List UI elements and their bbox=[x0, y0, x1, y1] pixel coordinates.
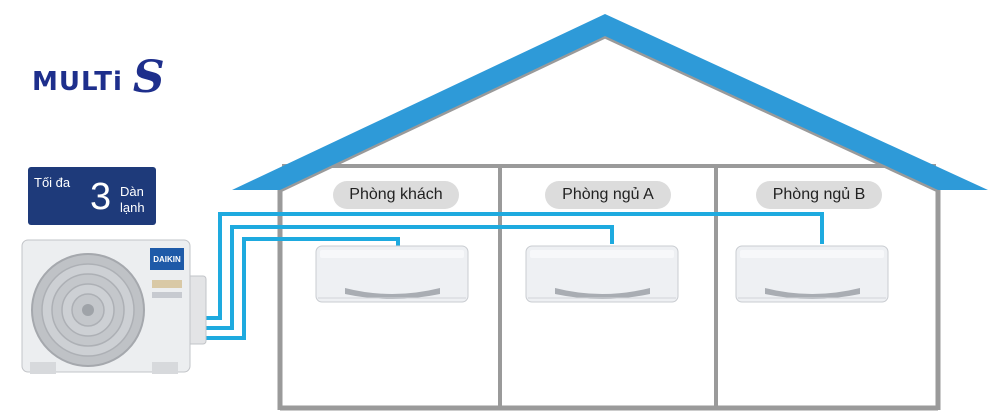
pipe-room-a bbox=[200, 225, 614, 330]
refrigerant-pipes bbox=[200, 212, 824, 340]
badge-prefix: Tối đa bbox=[34, 175, 71, 190]
room-label-living-room: Phòng khách bbox=[333, 181, 459, 209]
pipe-room-b bbox=[200, 212, 824, 320]
room-label-room-a: Phòng ngủ A bbox=[545, 181, 671, 209]
brand-name: DAIKIN bbox=[153, 255, 181, 264]
logo-word: MULTi bbox=[32, 67, 123, 97]
indoor-unit-living-room bbox=[315, 245, 469, 303]
outdoor-unit: DAIKIN bbox=[21, 239, 207, 374]
indoor-unit-room-b bbox=[735, 245, 889, 303]
badge-word-line1: Dàn bbox=[120, 184, 144, 199]
energy-label bbox=[152, 280, 182, 288]
house-wall bbox=[277, 33, 941, 410]
max-indoor-units-badge: Tối đa 3 Dàn lạnh bbox=[28, 167, 156, 225]
logo-letter: S bbox=[132, 52, 165, 103]
multi-s-logo: MULTi S bbox=[32, 52, 165, 102]
room-label-room-b: Phòng ngủ B bbox=[756, 181, 882, 209]
indoor-unit-room-a bbox=[525, 245, 679, 303]
house-roof bbox=[232, 14, 988, 190]
brand-plate bbox=[150, 248, 184, 270]
badge-word-line2: lạnh bbox=[120, 200, 145, 215]
pipe-living-room bbox=[200, 237, 400, 340]
badge-number: 3 bbox=[90, 176, 112, 218]
